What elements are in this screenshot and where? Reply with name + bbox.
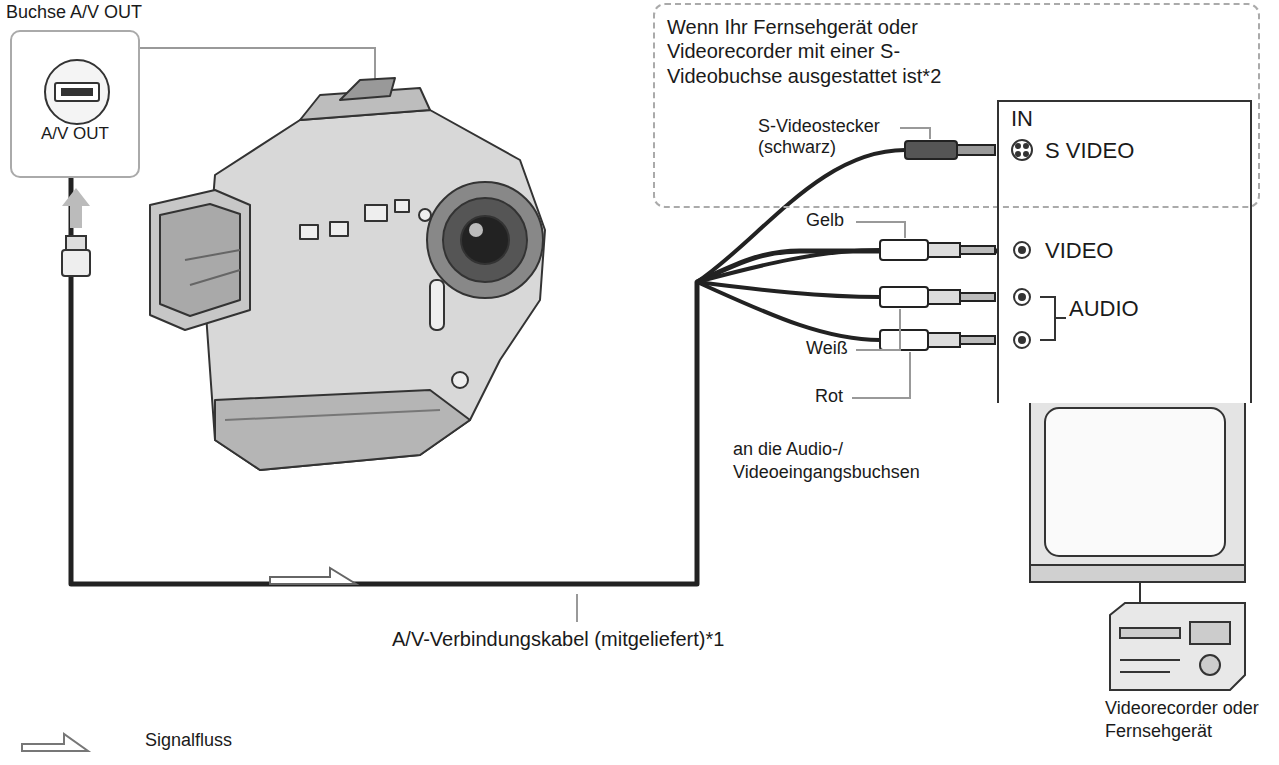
- signal-arrow: [270, 568, 356, 584]
- cable-label: A/V-Verbindungskabel (mitgeliefert)*1: [390, 628, 726, 651]
- jack-inset: Buchse A/V OUTA/V OUT: [10, 30, 140, 178]
- legend-text: Signalfluss: [145, 730, 232, 751]
- jack-label: A/V OUT: [12, 124, 138, 144]
- condition-box: Wenn Ihr Fernsehgerät oder Videorecorder…: [653, 3, 1260, 208]
- leader-line: [576, 594, 578, 622]
- jack-name: S VIDEO: [1045, 138, 1134, 164]
- vcr: [1110, 603, 1245, 690]
- note-label: an die Audio-/ Videoeingangsbuchsen: [733, 438, 943, 485]
- color-label: Gelb: [806, 210, 844, 231]
- panel-ground: [997, 100, 1252, 403]
- jack-name: AUDIO: [1069, 296, 1139, 322]
- input-panel: IN S VIDEO VIDEO AUDIO: [997, 100, 1252, 403]
- color-label: Rot: [815, 386, 843, 407]
- jack-name: VIDEO: [1045, 238, 1113, 264]
- av-plug: [66, 236, 86, 250]
- legend-arrow: [22, 734, 88, 751]
- insert-arrow: [62, 188, 90, 228]
- color-label: Weiß: [806, 338, 848, 359]
- legend-sample: [20, 728, 92, 756]
- jack-icon: [12, 40, 138, 130]
- plugs: [880, 141, 995, 350]
- panel-heading: IN: [1011, 106, 1033, 132]
- leader-line: [852, 128, 930, 398]
- condition-text: Wenn Ihr Fernsehgerät oder Videorecorder…: [667, 15, 967, 88]
- cable-wires: [697, 150, 905, 340]
- tv-set: [1030, 372, 1245, 603]
- camcorder: [150, 78, 545, 470]
- part-label: S-Videostecker (schwarz): [758, 116, 898, 157]
- av-plug: [62, 250, 90, 276]
- device-label: Videorecorder oder Fernsehgerät: [1105, 697, 1277, 742]
- jack-heading: Buchse A/V OUT: [6, 2, 142, 23]
